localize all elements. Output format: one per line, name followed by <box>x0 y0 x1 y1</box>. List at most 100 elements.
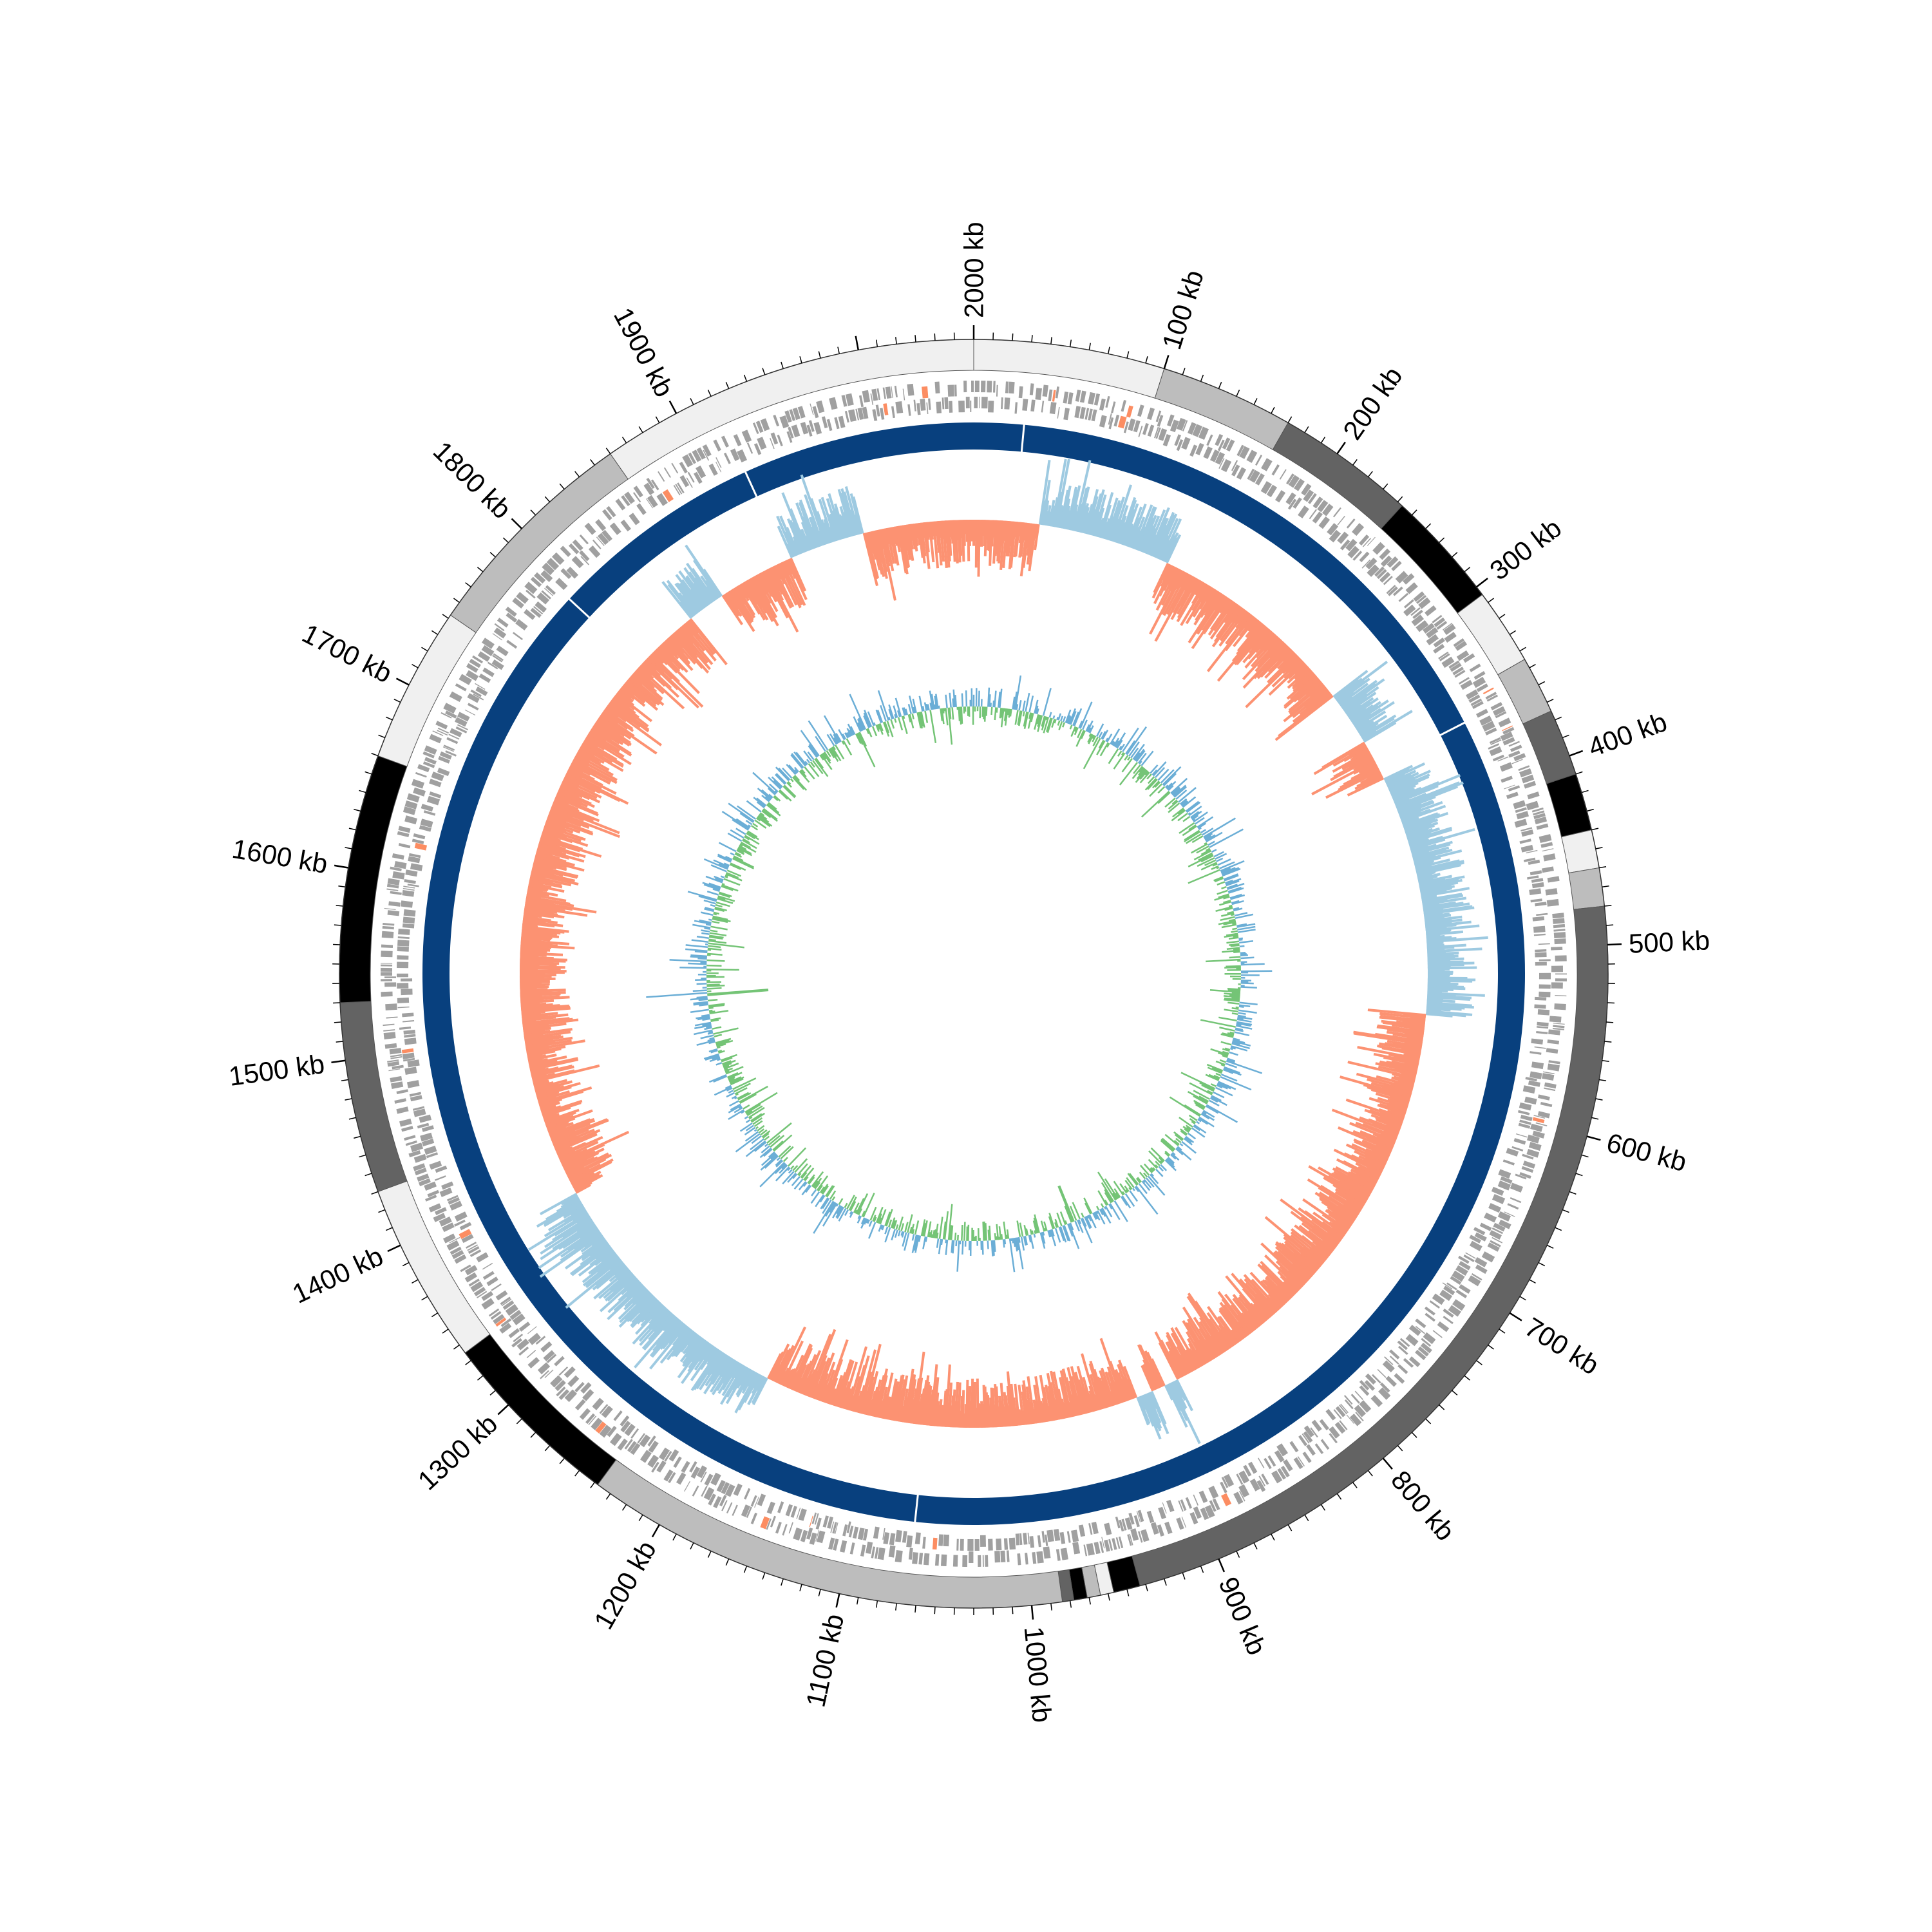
gc-skew-negative <box>1179 573 1189 588</box>
gc-content-above <box>1134 1186 1140 1193</box>
gc-skew-negative <box>520 984 545 988</box>
gc-skew-negative <box>1352 761 1376 775</box>
gc-content-above <box>745 820 753 826</box>
gc-content-above <box>1198 827 1202 830</box>
gene-feature <box>1542 1071 1555 1075</box>
gene-feature <box>446 1195 459 1202</box>
minor-tick <box>371 753 379 757</box>
gc-skew-negative <box>580 745 624 772</box>
gc-content-below <box>1144 771 1150 776</box>
gc-skew-negative <box>1233 617 1257 647</box>
gc-skew-positive <box>1391 786 1414 799</box>
gc-skew-negative <box>1209 599 1233 630</box>
gene-feature <box>1469 663 1481 672</box>
gc-skew-positive <box>1409 835 1443 848</box>
gc-skew-negative <box>1312 1211 1346 1236</box>
gc-content-below <box>737 1092 752 1101</box>
gc-content-above <box>731 1095 737 1099</box>
gc-content-above <box>913 1235 919 1251</box>
gc-skew-negative <box>1154 574 1193 642</box>
gc-content-above <box>1110 741 1115 746</box>
gene-feature <box>1546 1048 1558 1054</box>
gene-feature <box>870 393 874 405</box>
gene-feature <box>1063 391 1069 404</box>
gc-skew-positive <box>1398 799 1434 815</box>
gc-content-above <box>807 751 815 761</box>
gc-skew-negative <box>1146 1351 1164 1387</box>
gene-feature <box>1247 468 1255 480</box>
gene-feature <box>512 597 524 609</box>
gc-skew-negative <box>1093 1381 1104 1410</box>
gene-feature <box>501 1298 512 1307</box>
gc-content-below <box>1224 966 1241 969</box>
minor-tick <box>1555 1227 1562 1231</box>
gc-skew-positive <box>1424 914 1452 920</box>
gc-skew-negative <box>547 1122 569 1133</box>
gc-content-above <box>709 1057 721 1063</box>
gc-content-above <box>1208 1099 1220 1107</box>
gc-skew-positive <box>837 489 853 537</box>
gene-feature <box>526 1350 536 1359</box>
gc-skew-negative <box>1386 1060 1418 1070</box>
gc-content-above <box>844 732 849 739</box>
gc-skew-negative <box>1331 1210 1353 1226</box>
gc-skew-positive <box>607 1281 642 1313</box>
gc-content-above <box>724 855 733 860</box>
gc-skew-negative <box>1326 1208 1352 1227</box>
gc-skew-positive <box>565 1260 623 1309</box>
gc-skew-negative <box>585 735 632 766</box>
minor-tick <box>762 368 766 375</box>
gc-skew-negative <box>1237 1321 1250 1336</box>
gc-skew-negative <box>1230 1303 1254 1333</box>
gc-content-above <box>715 1062 723 1066</box>
gene-feature <box>443 703 457 714</box>
gc-skew-negative <box>1244 1302 1264 1325</box>
gc-skew-negative <box>878 1387 888 1419</box>
gc-skew-negative <box>674 630 697 657</box>
gc-content-below <box>929 1230 933 1238</box>
gc-skew-positive <box>1137 1396 1151 1425</box>
gene-feature <box>713 439 721 451</box>
gene-feature <box>1137 1510 1144 1522</box>
gene-feature <box>1117 415 1127 429</box>
gc-content-above <box>836 1206 844 1219</box>
minor-tick <box>1606 1021 1614 1023</box>
gene-feature <box>1433 638 1445 648</box>
gc-content-above <box>989 694 991 707</box>
gc-skew-positive <box>1334 677 1363 701</box>
gene-feature <box>1553 918 1565 924</box>
gc-skew-positive <box>1403 811 1448 829</box>
gc-content-above <box>793 766 799 773</box>
gene-feature <box>830 1521 835 1533</box>
gc-content-above <box>1181 1141 1197 1154</box>
gc-content-below <box>1083 737 1101 770</box>
gc-skew-positive <box>672 1327 692 1351</box>
gc-content-below <box>1196 845 1209 854</box>
gc-content-above <box>771 776 783 788</box>
gc-content-above <box>1175 789 1188 800</box>
gc-skew-negative <box>1265 1275 1291 1302</box>
gc-content-above <box>902 1232 907 1247</box>
minor-tick <box>1012 333 1014 341</box>
gc-skew-negative <box>868 531 878 560</box>
gc-skew-negative <box>520 949 547 953</box>
minor-tick <box>453 598 460 603</box>
gc-content-below <box>1227 1032 1235 1036</box>
gene-feature <box>1489 746 1502 757</box>
gc-content-above <box>1100 1208 1106 1217</box>
gc-content-below <box>904 1222 909 1233</box>
gc-skew-negative <box>1376 1144 1392 1153</box>
gene-feature <box>1358 534 1370 546</box>
gene-feature <box>394 860 407 869</box>
gc-content-below <box>1228 936 1239 940</box>
gc-content-below <box>876 724 880 730</box>
gc-content-above <box>873 722 876 726</box>
gc-skew-positive <box>1082 512 1090 534</box>
gc-skew-negative <box>1003 520 1007 542</box>
gc-content-above <box>822 1199 832 1214</box>
gene-feature <box>580 556 590 565</box>
gc-skew-positive <box>1162 535 1176 562</box>
gene-feature <box>1504 784 1515 790</box>
gc-skew-positive <box>1405 822 1432 834</box>
gc-content-below <box>1222 1032 1234 1037</box>
